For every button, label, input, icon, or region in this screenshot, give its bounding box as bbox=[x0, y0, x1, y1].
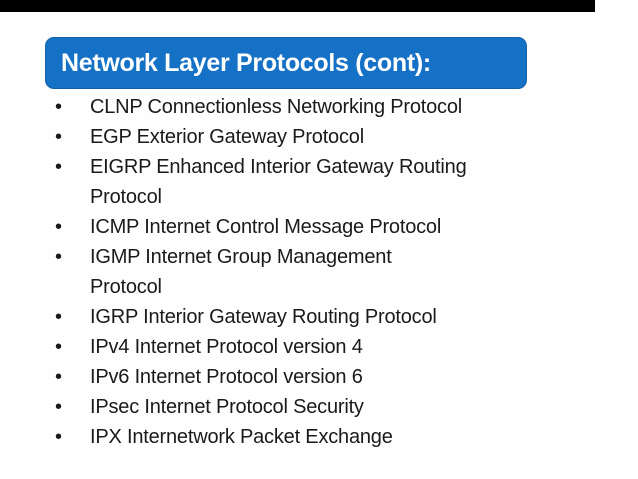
list-item-text: CLNP Connectionless Networking Protocol bbox=[90, 96, 463, 118]
bullet-icon: • bbox=[55, 126, 62, 148]
list-item-continuation: Protocol bbox=[0, 182, 638, 212]
list-item: • ICMP Internet Control Message Protocol bbox=[0, 212, 638, 242]
list-item-text: ICMP Internet Control Message Protocol bbox=[90, 216, 442, 238]
bullet-icon: • bbox=[55, 366, 62, 388]
list-item: • IPv6 Internet Protocol version 6 bbox=[0, 362, 638, 392]
list-item: • CLNP Connectionless Networking Protoco… bbox=[0, 92, 638, 122]
bullet-icon: • bbox=[55, 396, 62, 418]
list-item: • IPv4 Internet Protocol version 4 bbox=[0, 332, 638, 362]
list-item-text: IGMP Internet Group Management bbox=[90, 246, 392, 268]
list-item-text: EIGRP Enhanced Interior Gateway Routing bbox=[90, 156, 467, 178]
list-item: • IGRP Interior Gateway Routing Protocol bbox=[0, 302, 638, 332]
bullet-icon: • bbox=[55, 246, 62, 268]
list-item: • IPX Internetwork Packet Exchange bbox=[0, 422, 638, 452]
top-artifact-bar bbox=[0, 0, 595, 12]
list-item: • IGMP Internet Group Management bbox=[0, 242, 638, 272]
list-item-text: IPsec Internet Protocol Security bbox=[90, 396, 364, 418]
slide-title: Network Layer Protocols (cont): bbox=[61, 48, 431, 77]
bullet-icon: • bbox=[55, 216, 62, 238]
list-item-text: EGP Exterior Gateway Protocol bbox=[90, 126, 364, 148]
list-item-text: IPv4 Internet Protocol version 4 bbox=[90, 336, 363, 358]
bullet-icon: • bbox=[55, 156, 62, 178]
list-item: • EGP Exterior Gateway Protocol bbox=[0, 122, 638, 152]
bullet-icon: • bbox=[55, 336, 62, 358]
bullet-spacer bbox=[55, 182, 90, 212]
list-item-continuation: Protocol bbox=[0, 272, 638, 302]
bullet-icon: • bbox=[55, 306, 62, 328]
list-item-text: IPv6 Internet Protocol version 6 bbox=[90, 366, 363, 388]
slide-title-banner: Network Layer Protocols (cont): bbox=[45, 37, 527, 89]
list-item: • IPsec Internet Protocol Security bbox=[0, 392, 638, 422]
protocol-list: • CLNP Connectionless Networking Protoco… bbox=[0, 92, 638, 452]
list-item-text: IGRP Interior Gateway Routing Protocol bbox=[90, 306, 437, 328]
list-item-text: Protocol bbox=[90, 276, 162, 298]
bullet-spacer bbox=[55, 272, 90, 302]
list-item: • EIGRP Enhanced Interior Gateway Routin… bbox=[0, 152, 638, 182]
list-item-text: Protocol bbox=[90, 186, 162, 208]
bullet-icon: • bbox=[55, 426, 62, 448]
list-item-text: IPX Internetwork Packet Exchange bbox=[90, 426, 393, 448]
bullet-icon: • bbox=[55, 96, 62, 118]
